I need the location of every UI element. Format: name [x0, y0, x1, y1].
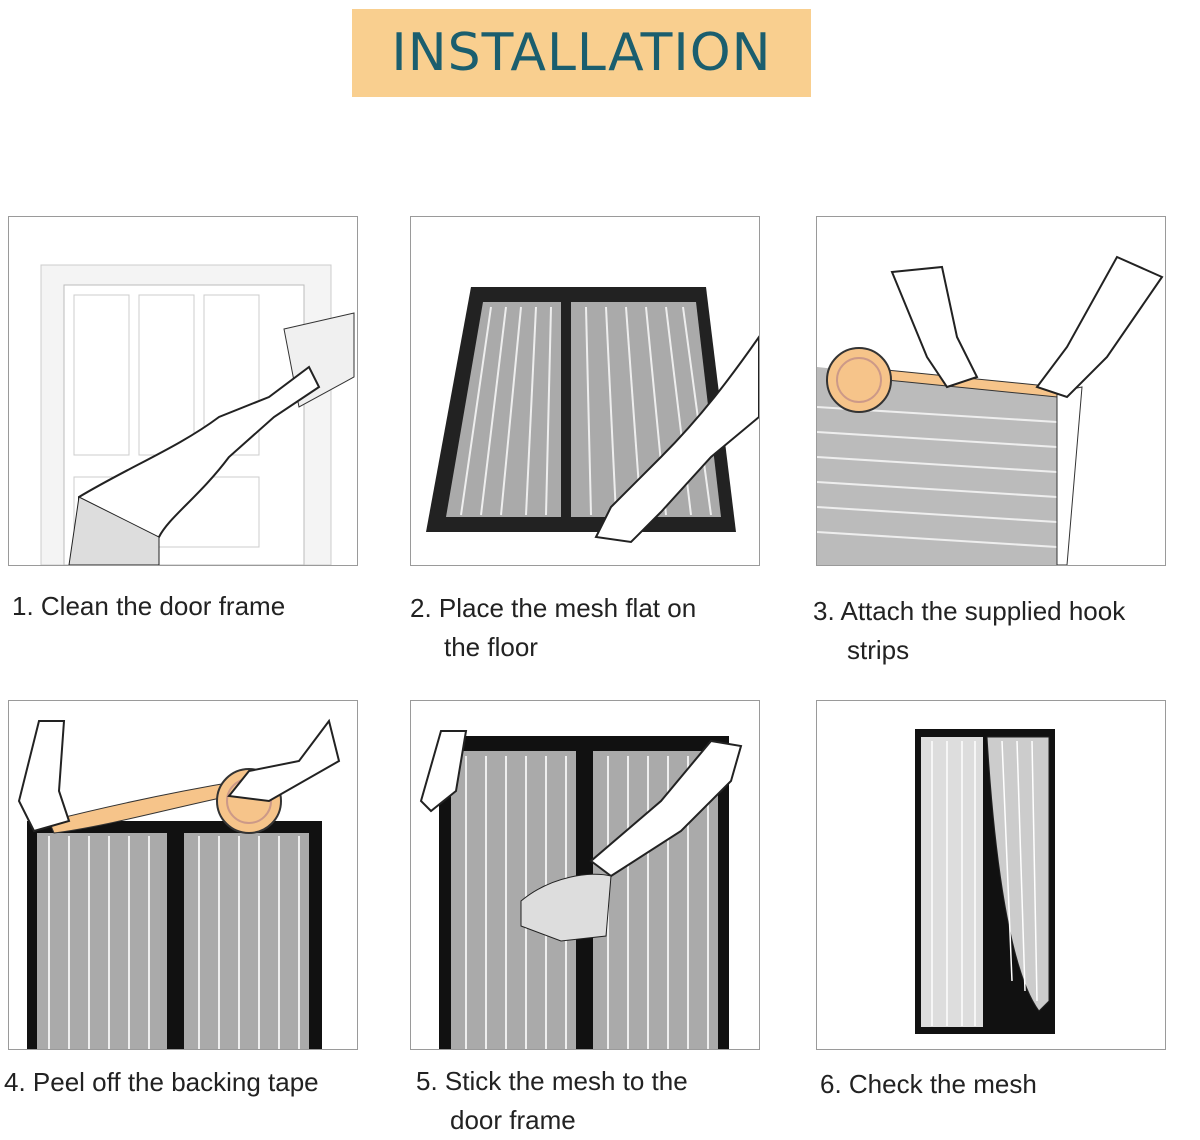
title-banner: INSTALLATION [352, 9, 811, 97]
step-4-illustration [8, 700, 358, 1050]
step-3-text-line2: strips [847, 635, 910, 665]
step-3-illustration [816, 216, 1166, 566]
step-2-text-line1: 2. Place the mesh flat on [410, 593, 697, 623]
step-5-text-line2: door frame [450, 1105, 576, 1135]
step-6-text: 6. Check the mesh [820, 1069, 1037, 1099]
step-6-caption: 6. Check the mesh [820, 1065, 1037, 1104]
step-4-text: 4. Peel off the backing tape [4, 1067, 319, 1097]
step-3-text-line1: 3. Attach the supplied hook [813, 596, 1126, 626]
step-2-text-line2: the floor [444, 632, 538, 662]
step-6-illustration [816, 700, 1166, 1050]
page-title: INSTALLATION [391, 23, 772, 83]
step-1-caption: 1. Clean the door frame [12, 587, 285, 626]
step-5-caption: 5. Stick the mesh to the door frame [416, 1062, 688, 1140]
step-3-caption: 3. Attach the supplied hook strips [813, 592, 1125, 670]
step-5-illustration [410, 700, 760, 1050]
step-4-caption: 4. Peel off the backing tape [4, 1063, 319, 1102]
step-2-caption: 2. Place the mesh flat on the floor [410, 589, 696, 667]
step-1-text: 1. Clean the door frame [12, 591, 286, 621]
step-2-illustration [410, 216, 760, 566]
step-5-text-line1: 5. Stick the mesh to the [416, 1066, 688, 1096]
step-1-illustration [8, 216, 358, 566]
